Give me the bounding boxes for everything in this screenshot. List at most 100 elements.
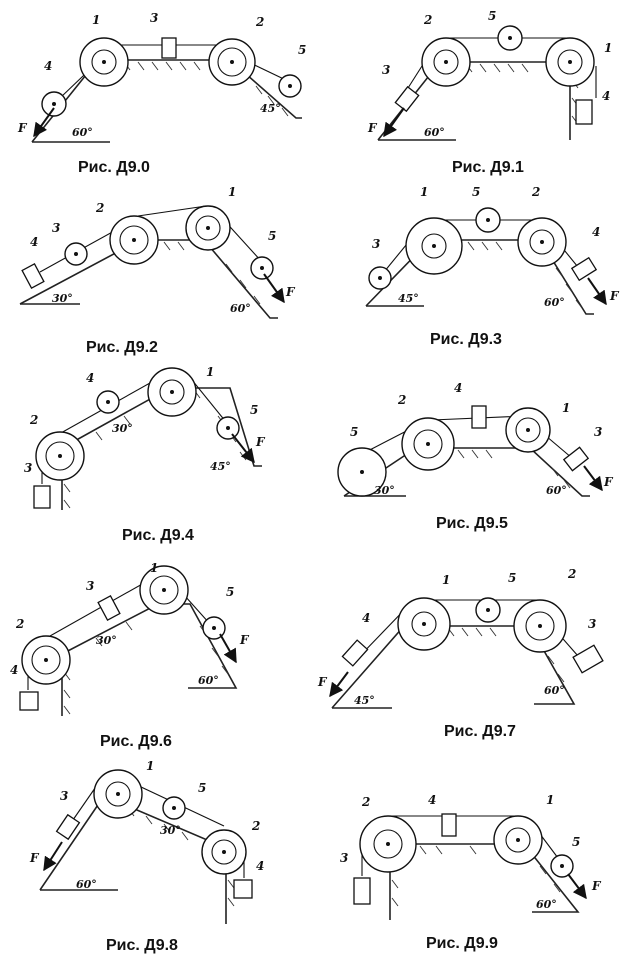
figure-caption: Рис. Д9.2 bbox=[86, 339, 158, 356]
label-5: 5 bbox=[350, 425, 358, 439]
block-3 bbox=[562, 446, 590, 472]
label-1: 1 bbox=[546, 793, 554, 807]
label-1: 1 bbox=[420, 185, 428, 199]
block-4 bbox=[471, 405, 487, 429]
label-2: 2 bbox=[567, 567, 576, 581]
force-arrow bbox=[43, 841, 63, 872]
figure-caption: Рис. Д9.0 bbox=[78, 159, 150, 176]
force-arrow bbox=[329, 671, 349, 698]
label-4: 4 bbox=[592, 225, 600, 239]
angle-label: 45° bbox=[398, 292, 419, 305]
label-3: 3 bbox=[340, 851, 348, 865]
angle-label: 60° bbox=[198, 674, 219, 687]
label-4: 4 bbox=[362, 611, 370, 625]
diagram-d9-3: F 45° 60° 1 2 3 4 5 Рис. Д9.3 bbox=[365, 185, 620, 348]
label-4: 4 bbox=[602, 89, 610, 103]
angle-label: 30° bbox=[96, 634, 117, 647]
diagram-d9-1: F 60° 1 2 3 4 5 Рис. Д9.1 bbox=[367, 9, 612, 176]
ground-surface bbox=[39, 795, 227, 924]
angle-label: 30° bbox=[374, 484, 395, 497]
label-5: 5 bbox=[198, 781, 206, 795]
label-5: 5 bbox=[298, 43, 306, 57]
label-5: 5 bbox=[472, 185, 480, 199]
force-label: F bbox=[317, 675, 328, 689]
label-3: 3 bbox=[60, 789, 68, 803]
force-label: F bbox=[367, 121, 378, 135]
block-3 bbox=[572, 644, 604, 674]
label-1: 1 bbox=[228, 185, 236, 199]
force-label: F bbox=[255, 435, 266, 449]
block-3 bbox=[394, 85, 420, 113]
force-arrow bbox=[231, 433, 255, 464]
label-4: 4 bbox=[428, 793, 436, 807]
label-3: 3 bbox=[588, 617, 596, 631]
block-4 bbox=[19, 691, 39, 711]
label-4: 4 bbox=[30, 235, 38, 249]
force-arrow bbox=[263, 273, 285, 304]
label-5: 5 bbox=[488, 9, 496, 23]
label-4: 4 bbox=[454, 381, 462, 395]
angle-label: 60° bbox=[76, 878, 97, 891]
label-5: 5 bbox=[250, 403, 258, 417]
force-label: F bbox=[591, 879, 602, 893]
label-3: 3 bbox=[52, 221, 60, 235]
force-arrow bbox=[583, 465, 603, 492]
angle-label: 45° bbox=[210, 460, 231, 473]
force-label: F bbox=[29, 851, 40, 865]
figure-caption: Рис. Д9.8 bbox=[106, 937, 178, 954]
label-2: 2 bbox=[251, 819, 260, 833]
figure-caption: Рис. Д9.3 bbox=[430, 331, 502, 348]
block-4 bbox=[21, 263, 45, 289]
label-2: 2 bbox=[15, 617, 24, 631]
label-4: 4 bbox=[86, 371, 94, 385]
block-4 bbox=[341, 639, 369, 667]
angle-label: 60° bbox=[72, 126, 93, 139]
label-3: 3 bbox=[150, 11, 158, 25]
label-3: 3 bbox=[372, 237, 380, 251]
figure-caption: Рис. Д9.9 bbox=[426, 935, 498, 952]
figure-caption: Рис. Д9.7 bbox=[444, 723, 516, 740]
force-arrow bbox=[33, 107, 55, 138]
block-3 bbox=[33, 485, 51, 509]
label-2: 2 bbox=[361, 795, 370, 809]
figure-caption: Рис. Д9.5 bbox=[436, 515, 508, 532]
block-4 bbox=[233, 879, 253, 899]
angle-label: 30° bbox=[52, 292, 73, 305]
figure-caption: Рис. Д9.6 bbox=[100, 733, 172, 750]
label-4: 4 bbox=[44, 59, 52, 73]
force-label: F bbox=[609, 289, 620, 303]
label-3: 3 bbox=[24, 461, 32, 475]
angle-label: 60° bbox=[546, 484, 567, 497]
label-2: 2 bbox=[95, 201, 104, 215]
force-label: F bbox=[239, 633, 250, 647]
label-2: 2 bbox=[531, 185, 540, 199]
label-3: 3 bbox=[594, 425, 602, 439]
force-arrow bbox=[219, 633, 237, 664]
label-5: 5 bbox=[226, 585, 234, 599]
force-label: F bbox=[285, 285, 296, 299]
label-2: 2 bbox=[255, 15, 264, 29]
block-3 bbox=[55, 813, 81, 841]
angle-label: 60° bbox=[536, 898, 557, 911]
label-1: 1 bbox=[604, 41, 612, 55]
label-4: 4 bbox=[256, 859, 264, 873]
angle-label: 45° bbox=[354, 694, 375, 707]
angle-label: 45° bbox=[260, 102, 281, 115]
block-3 bbox=[353, 877, 371, 905]
label-5: 5 bbox=[508, 571, 516, 585]
label-5: 5 bbox=[268, 229, 276, 243]
figure-caption: Рис. Д9.1 bbox=[452, 159, 524, 176]
block-3 bbox=[97, 595, 121, 621]
label-1: 1 bbox=[92, 13, 100, 27]
block-3 bbox=[161, 37, 177, 59]
diagram-d9-5: F 30° 60° 1 2 3 4 5 Рис. Д9.5 bbox=[337, 381, 614, 532]
figure-caption: Рис. Д9.4 bbox=[122, 527, 194, 544]
label-2: 2 bbox=[397, 393, 406, 407]
diagram-d9-2: F 30° 60° 1 2 3 4 5 Рис. Д9.2 bbox=[19, 185, 296, 356]
label-1: 1 bbox=[146, 759, 154, 773]
force-arrow bbox=[567, 873, 587, 900]
angle-label: 60° bbox=[544, 684, 565, 697]
angle-label: 30° bbox=[112, 422, 133, 435]
label-1: 1 bbox=[562, 401, 570, 415]
